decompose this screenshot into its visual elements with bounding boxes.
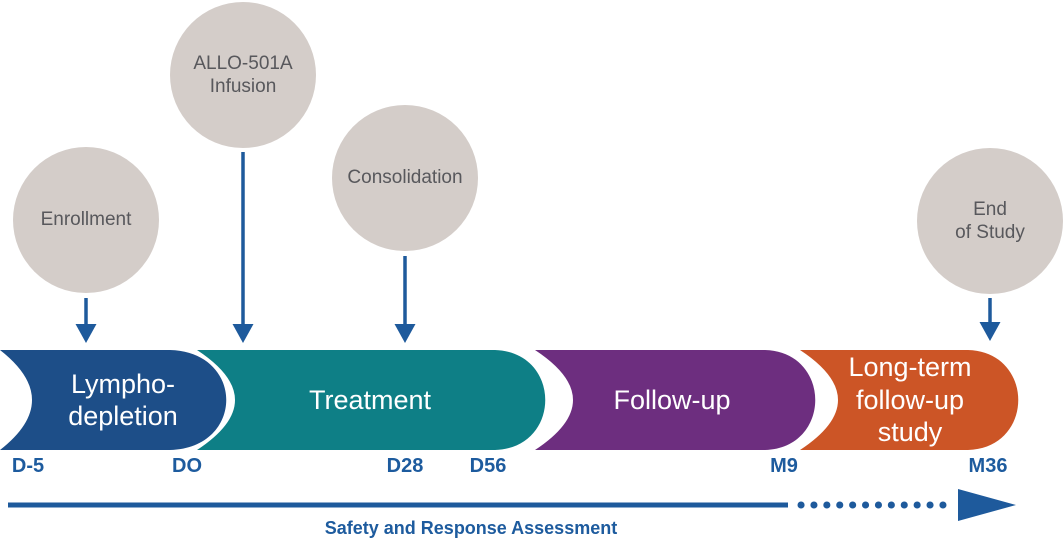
milestone-enrollment: Enrollment — [13, 147, 159, 293]
phase-label-line: Lympho- — [70, 368, 176, 399]
phase-label-long-term-follow-up: Long-term follow-up study — [810, 350, 1010, 450]
phase-label-line: study — [877, 417, 943, 448]
phase-label-line: Long-term — [848, 352, 972, 383]
timeline-label-d28: D28 — [386, 455, 424, 477]
enrollment-arrow — [75, 298, 97, 343]
milestone-label: Enrollment — [40, 209, 132, 231]
milestone-label: ALLO-501A — [193, 52, 293, 74]
milestone-end-of-study: End of Study — [917, 148, 1063, 294]
milestone-label: End — [973, 198, 1007, 220]
milestone-label: of Study — [955, 222, 1025, 243]
timeline-label-d56: D56 — [469, 455, 507, 477]
phase-label-follow-up: Follow-up — [572, 350, 772, 450]
timeline-label-d-5: D-5 — [11, 455, 45, 477]
timeline-label-m36: M36 — [968, 455, 1008, 477]
phase-label-treatment: Treatment — [270, 350, 470, 450]
phase-label-line: depletion — [68, 401, 178, 431]
phase-label-line: follow-up — [855, 384, 965, 415]
milestone-consolidation: Consolidation — [332, 105, 478, 251]
timeline-label-d0: DO — [172, 455, 202, 477]
milestone-allo-501a-infusion: ALLO-501A Infusion — [170, 2, 316, 148]
phase-label-line: Follow-up — [613, 384, 731, 415]
allo-infusion-arrow — [232, 152, 254, 343]
milestone-label: Infusion — [209, 76, 277, 97]
phase-label-line: Treatment — [308, 384, 432, 415]
assessment-caption: Safety and Response Assessment — [324, 518, 618, 538]
timeline-label-m9: M9 — [770, 455, 798, 477]
milestone-label: Consolidation — [347, 167, 463, 189]
assessment-arrow — [8, 489, 1016, 521]
consolidation-arrow — [394, 256, 416, 343]
phase-label-lympho-depletion: Lympho- depletion — [23, 350, 223, 450]
end-of-study-arrow — [979, 298, 1001, 341]
